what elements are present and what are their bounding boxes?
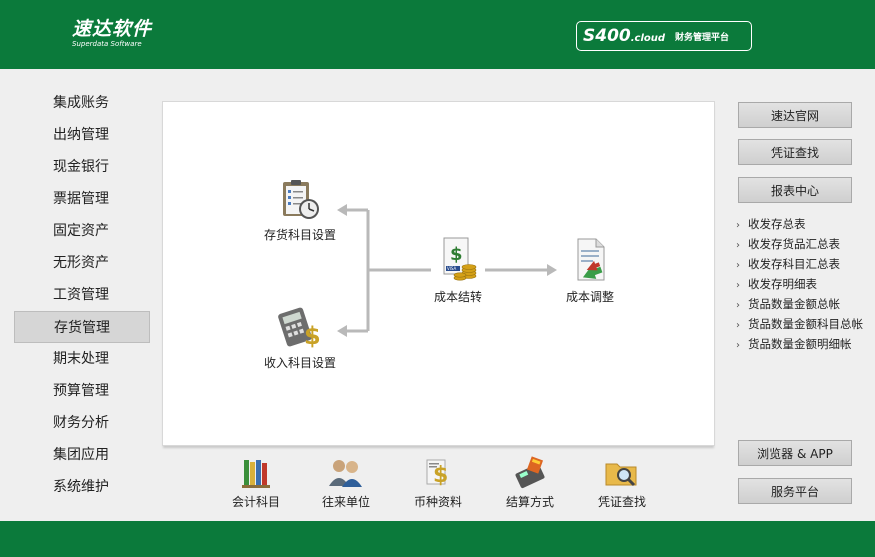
report-center-button[interactable]: 报表中心 <box>738 177 852 203</box>
report-item-label: 收发存明细表 <box>748 277 817 291</box>
voucher-search-button[interactable]: 凭证查找 <box>738 139 852 165</box>
sidebar-item-group[interactable]: 集团应用 <box>53 447 109 463</box>
tool-contacts[interactable]: 往来单位 <box>314 456 378 510</box>
browser-app-button[interactable]: 浏览器 & APP <box>738 440 852 466</box>
cost-adjust-node[interactable]: 成本调整 <box>557 236 623 305</box>
svg-text:$: $ <box>450 244 463 265</box>
platform-badge: S400 .cloud 财务管理平台 <box>576 21 752 51</box>
sidebar-item-cash-bank[interactable]: 现金银行 <box>53 159 109 175</box>
header-bar: 速达软件 Superdata Software S400 .cloud 财务管理… <box>0 0 875 69</box>
chevron-right-icon: › <box>736 320 740 331</box>
flow-panel: 存货科目设置 $ 收入科目设置 $ VISA 成本结转 <box>162 101 715 446</box>
books-icon <box>242 460 270 488</box>
cost-transfer-label: 成本结转 <box>433 290 482 304</box>
chevron-right-icon: › <box>736 260 740 271</box>
sidebar-item-payroll[interactable]: 工资管理 <box>53 287 109 303</box>
report-item[interactable]: › 货品数量金额科目总帐 <box>736 314 863 334</box>
report-item[interactable]: › 货品数量金额总帐 <box>736 294 863 314</box>
cost-transfer-node[interactable]: $ VISA 成本结转 <box>425 236 491 305</box>
platform-cloud: .cloud <box>630 32 666 44</box>
tool-currency-label: 币种资料 <box>413 495 462 509</box>
sidebar-item-fixed-assets[interactable]: 固定资产 <box>53 223 109 239</box>
sidebar-item-cashier[interactable]: 出纳管理 <box>53 127 109 143</box>
report-item-label: 收发存总表 <box>748 217 806 231</box>
flow-arrows <box>337 204 557 337</box>
income-account-setting-node[interactable]: $ 收入科目设置 <box>261 306 339 371</box>
tool-currency[interactable]: $ 币种资料 <box>406 456 470 510</box>
arrowhead-inventory <box>337 204 347 216</box>
chevron-right-icon: › <box>736 220 740 231</box>
report-item-label: 收发存货品汇总表 <box>748 237 840 251</box>
arrowhead-cost-adjust <box>547 264 557 276</box>
report-item-label: 收发存科目汇总表 <box>748 257 840 271</box>
tool-settlement[interactable]: 结算方式 <box>498 456 562 510</box>
platform-label: 财务管理平台 <box>675 32 730 43</box>
service-platform-button[interactable]: 服务平台 <box>738 478 852 504</box>
sidebar-item-period-end[interactable]: 期末处理 <box>53 351 109 367</box>
card-terminal-icon <box>515 456 545 489</box>
svg-text:$: $ <box>304 322 321 350</box>
chevron-right-icon: › <box>736 340 740 351</box>
cost-adjust-label: 成本调整 <box>565 290 614 304</box>
chevron-right-icon: › <box>736 300 740 311</box>
chevron-right-icon: › <box>736 240 740 251</box>
tool-voucher-search-label: 凭证查找 <box>597 495 646 509</box>
sidebar-item-inventory[interactable]: 存货管理 <box>14 311 150 343</box>
chevron-right-icon: › <box>736 280 740 291</box>
calculator-dollar-icon: $ <box>278 307 321 350</box>
report-item[interactable]: › 收发存科目汇总表 <box>736 254 863 274</box>
svg-text:VISA: VISA <box>447 266 457 271</box>
tool-contacts-label: 往来单位 <box>321 495 370 509</box>
people-icon <box>329 460 362 487</box>
bottom-toolbar: 会计科目 往来单位 $ 币种资料 结算方式 凭 <box>162 452 715 512</box>
sidebar-item-bills[interactable]: 票据管理 <box>53 191 109 207</box>
inventory-account-setting-node[interactable]: 存货科目设置 <box>261 178 339 243</box>
bill-coins-icon: $ VISA <box>443 237 477 281</box>
arrowhead-income <box>337 325 347 337</box>
report-item[interactable]: › 收发存总表 <box>736 214 863 234</box>
document-arrows-icon <box>577 238 605 281</box>
report-item-label: 货品数量金额总帐 <box>748 297 840 311</box>
report-item[interactable]: › 收发存明细表 <box>736 274 863 294</box>
official-site-button[interactable]: 速达官网 <box>738 102 852 128</box>
platform-s400: S400 <box>583 26 631 46</box>
logo-english: Superdata Software <box>72 40 142 48</box>
tool-accounting-subjects-label: 会计科目 <box>231 495 280 509</box>
income-account-setting-label: 收入科目设置 <box>263 356 336 370</box>
report-list: › 收发存总表 › 收发存货品汇总表 › 收发存科目汇总表 › 收发存明细表 › 货品数量… <box>736 214 863 354</box>
currency-icon: $ <box>426 459 448 488</box>
report-item[interactable]: › 收发存货品汇总表 <box>736 234 863 254</box>
tool-settlement-label: 结算方式 <box>505 495 554 509</box>
report-item-label: 货品数量金额明细帐 <box>748 337 852 351</box>
sidebar-item-intangible-assets[interactable]: 无形资产 <box>53 255 109 271</box>
tool-accounting-subjects[interactable]: 会计科目 <box>224 456 288 510</box>
tool-voucher-search[interactable]: 凭证查找 <box>590 456 654 510</box>
sidebar-item-financial-analysis[interactable]: 财务分析 <box>53 415 109 431</box>
svg-text:$: $ <box>433 463 448 488</box>
inventory-account-setting-label: 存货科目设置 <box>263 228 336 242</box>
sidebar-item-integrated-accounts[interactable]: 集成账务 <box>53 95 109 111</box>
company-logo: 速达软件 Superdata Software <box>72 18 152 49</box>
folder-search-icon <box>605 463 637 487</box>
sidebar-item-budget[interactable]: 预算管理 <box>53 383 109 399</box>
footer-bar <box>0 521 875 557</box>
logo-chinese: 速达软件 <box>72 18 153 40</box>
sidebar-item-system[interactable]: 系统维护 <box>53 479 109 495</box>
sidebar-nav: 集成账务 出纳管理 现金银行 票据管理 固定资产 无形资产 工资管理 存货管理 … <box>14 87 150 503</box>
report-item-label: 货品数量金额科目总帐 <box>748 317 863 331</box>
clipboard-clock-icon <box>283 180 319 219</box>
report-item[interactable]: › 货品数量金额明细帐 <box>736 334 863 354</box>
